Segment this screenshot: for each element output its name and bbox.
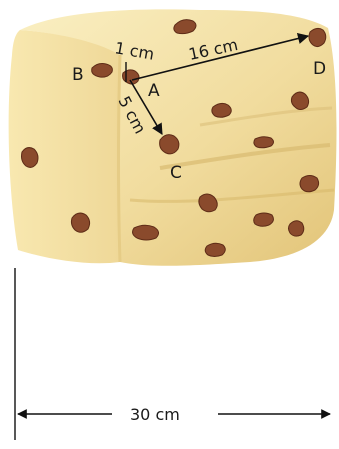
point-label-d: D [313,59,326,79]
loaf-edge-shadow [119,55,121,262]
point-label-c: C [170,163,182,183]
raisin [92,64,113,78]
width-label: 30 cm [130,405,180,424]
raisin [205,243,225,256]
raisin [212,103,231,117]
raisin [71,213,89,232]
raisin [22,148,39,168]
raisin [289,221,304,236]
raisin [300,176,319,192]
raisin [160,135,179,154]
point-label-a: A [148,81,160,101]
raisin [254,213,274,226]
point-label-b: B [72,65,84,85]
raisin [309,28,326,46]
raisin [133,225,159,240]
raisin [254,137,274,148]
